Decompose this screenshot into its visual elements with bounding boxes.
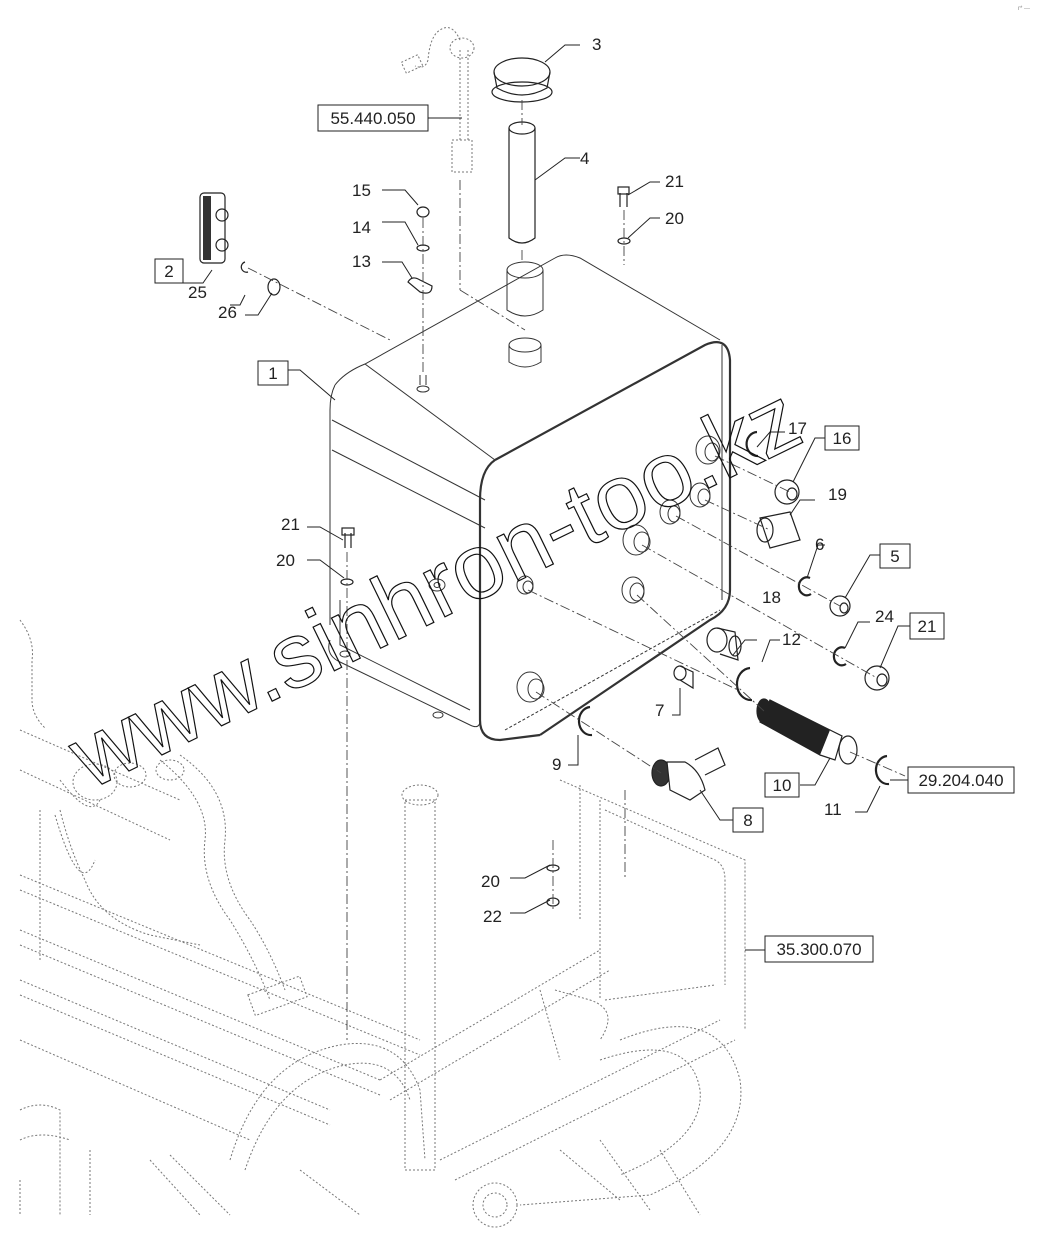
callout-11[interactable]: 11 — [824, 800, 842, 819]
svg-text:2: 2 — [164, 262, 173, 281]
svg-text:1: 1 — [268, 364, 277, 383]
callout-16[interactable]: 16 — [824, 425, 860, 451]
callout-5[interactable]: 5 — [879, 543, 911, 569]
reference-boxes: 55.440.050 29.204.040 35.300.070 — [317, 104, 1015, 963]
filler-cap-part — [491, 57, 553, 103]
sight-gauge-part — [199, 192, 229, 264]
svg-text:8: 8 — [743, 811, 752, 830]
callout-23[interactable]: 21 — [909, 612, 945, 640]
callout-10[interactable]: 10 — [764, 772, 800, 798]
svg-text:10: 10 — [773, 776, 792, 795]
callout-20-bottom[interactable]: 20 — [481, 872, 500, 891]
callout-14[interactable]: 14 — [352, 218, 371, 237]
callout-21-left[interactable]: 21 — [281, 515, 300, 534]
reference-29-204-040[interactable]: 29.204.040 — [907, 766, 1015, 794]
callout-17[interactable]: 17 — [788, 419, 807, 438]
callout-7[interactable]: 7 — [655, 701, 664, 720]
assembly-lines — [247, 100, 906, 1040]
callout-4[interactable]: 4 — [580, 149, 589, 168]
callout-2[interactable]: 2 — [154, 258, 184, 284]
fitting-19-part — [756, 511, 801, 549]
callout-1[interactable]: 1 — [257, 360, 289, 386]
hydraulic-tank — [328, 254, 732, 742]
tank-ports — [516, 435, 721, 703]
callout-18[interactable]: 18 — [762, 588, 781, 607]
filter-10-part — [756, 698, 858, 765]
svg-text:29.204.040: 29.204.040 — [918, 771, 1003, 790]
callout-20-top[interactable]: 20 — [665, 209, 684, 228]
svg-text:5: 5 — [890, 547, 899, 566]
callouts: 1 2 5 8 10 16 21 3 4 6 7 9 11 12 13 14 1… — [154, 35, 945, 926]
callout-9[interactable]: 9 — [552, 755, 561, 774]
callout-3[interactable]: 3 — [592, 35, 601, 54]
watermark: www.sinhron-too.kz — [53, 367, 816, 809]
callout-21-top[interactable]: 21 — [665, 172, 684, 191]
strainer-tube-part — [508, 121, 536, 244]
callout-15[interactable]: 15 — [352, 181, 371, 200]
callout-12[interactable]: 12 — [782, 630, 801, 649]
svg-text:35.300.070: 35.300.070 — [776, 940, 861, 959]
leader-lines — [183, 44, 910, 951]
callout-26[interactable]: 26 — [218, 303, 237, 322]
plug-16-part — [774, 479, 800, 505]
nipple-7-part — [673, 665, 694, 690]
callout-25[interactable]: 25 — [188, 283, 207, 302]
elbow-8-part — [651, 747, 726, 801]
callout-22[interactable]: 22 — [483, 907, 502, 926]
reference-35-300-070[interactable]: 35.300.070 — [764, 935, 874, 963]
corner-mark: r* --- — [1018, 6, 1030, 12]
callout-24[interactable]: 24 — [875, 607, 894, 626]
callout-19[interactable]: 19 — [828, 485, 847, 504]
callout-13[interactable]: 13 — [352, 252, 371, 271]
plug-5-part — [829, 595, 851, 617]
svg-text:55.440.050: 55.440.050 — [330, 109, 415, 128]
callout-6[interactable]: 6 — [815, 535, 824, 554]
callout-20-left[interactable]: 20 — [276, 551, 295, 570]
svg-text:21: 21 — [918, 617, 937, 636]
plug-23-part — [864, 665, 890, 691]
reference-55-440-050[interactable]: 55.440.050 — [317, 104, 429, 132]
machine-context — [19, 27, 746, 1228]
callout-8[interactable]: 8 — [732, 807, 764, 833]
fitting-18-part — [706, 627, 742, 661]
svg-text:16: 16 — [833, 429, 852, 448]
